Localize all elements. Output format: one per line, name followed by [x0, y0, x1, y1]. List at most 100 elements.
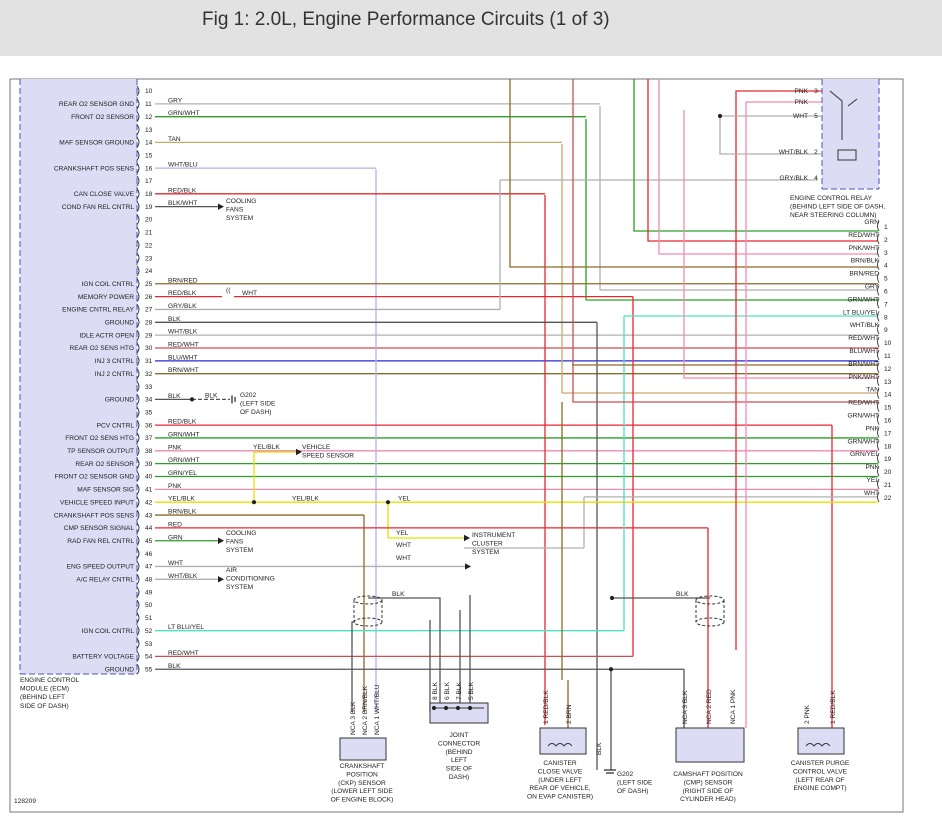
- yel-label: YEL: [398, 496, 411, 503]
- shield-icon: [695, 617, 725, 627]
- ecm-pin-label: INJ 2 CNTRL: [95, 371, 135, 378]
- cmp-label: CYLINDER HEAD): [680, 796, 736, 803]
- components: [136, 85, 880, 774]
- ecm-pin-number: 16: [145, 165, 153, 172]
- ecm-pin-label: FRONT O2 SENSOR GND: [55, 474, 135, 481]
- ecm-pin-number: 17: [145, 178, 153, 185]
- right-connector-number: 19: [884, 456, 892, 463]
- ecm-pin-bracket: [136, 406, 140, 418]
- right-connector-number: 6: [884, 289, 888, 296]
- ecm-wire-label: YEL/BLK: [168, 496, 195, 503]
- wires: [155, 79, 878, 770]
- ecm-pin-bracket: [136, 342, 140, 354]
- ecm-wire-label: BRN/RED: [168, 277, 198, 284]
- ecm-wire-label: WHT/BLU: [168, 162, 198, 169]
- blk-wire: [351, 621, 355, 712]
- pnk-wht-wire: [658, 79, 878, 255]
- title-bar: Fig 1: 2.0L, Engine Performance Circuits…: [0, 0, 942, 56]
- arrow-icon: [218, 537, 224, 544]
- cpv-label: CANISTER PURGE: [791, 760, 850, 767]
- vss-label: VEHICLE: [302, 444, 331, 451]
- ckp-pin-label: NCA 1 WHT/BLU: [374, 684, 381, 735]
- ecm-body: [20, 79, 137, 674]
- right-connector-number: 3: [884, 250, 888, 257]
- ecm-wire-label: BLK: [168, 316, 181, 323]
- ecm-pin-bracket: [136, 496, 140, 508]
- ecm-pin-bracket: [136, 265, 140, 277]
- canister-purge-valve: [797, 727, 845, 755]
- ecm-title: MODULE (ECM): [20, 686, 69, 693]
- right-connector-number: 13: [884, 379, 892, 386]
- right-connector-bracket: [877, 272, 880, 283]
- right-connector-number: 11: [884, 353, 891, 360]
- ccv-pin-label: 1 RED/BLK: [543, 690, 550, 724]
- right-connector-bracket: [877, 465, 880, 477]
- ecm-wire-label: BLK: [168, 393, 181, 400]
- right-wire-label: BRN/WHT: [848, 361, 879, 368]
- blk-label: BLK: [596, 742, 603, 755]
- right-connector-number: 1: [884, 224, 888, 231]
- cmp-sensor: [675, 727, 745, 763]
- joint-label: JOINT: [449, 732, 468, 739]
- relay-wire-label: PNK: [794, 99, 808, 106]
- ecm-pin-number: 51: [145, 615, 153, 622]
- right-wire-label: PNK/WHT: [849, 374, 879, 381]
- right-connector-number: 14: [884, 392, 892, 399]
- arrow-icon: [218, 203, 224, 210]
- cpv-label: (LEFT REAR OF: [795, 777, 844, 784]
- ecm-pin-bracket: [136, 329, 140, 341]
- ckp-sensor: [339, 737, 387, 761]
- joint-label: SIDE OF: [446, 766, 472, 773]
- right-connector-bracket: [877, 349, 880, 361]
- ecm-pin-label: ENGINE CNTRL RELAY: [62, 307, 134, 314]
- ecm-pin-number: 21: [145, 230, 153, 237]
- ac-label: CONDITIONING: [226, 576, 275, 583]
- ecm-pin-label: CAN CLOSE VALVE: [74, 191, 135, 198]
- right-wire-label: GRN/WHT: [848, 413, 880, 420]
- right-connector-bracket: [877, 323, 880, 335]
- ecm-pin-number: 14: [145, 140, 153, 147]
- wht-wire: [719, 115, 822, 155]
- ecm-pin-bracket: [136, 239, 140, 251]
- right-connector-number: 22: [884, 495, 892, 502]
- ecm-pin-number: 40: [145, 474, 153, 481]
- ckp-label: (LOWER LEFT SIDE: [331, 788, 393, 795]
- relay-wire-label: GRY/BLK: [780, 175, 809, 182]
- joint-connector: [429, 702, 489, 724]
- right-connector-bracket: [877, 285, 880, 296]
- right-connector-number: 17: [884, 430, 892, 437]
- ecm-pin-number: 54: [145, 654, 153, 661]
- ecm-pin-number: 47: [145, 564, 153, 571]
- right-wire-label: TAN: [866, 387, 879, 394]
- ecm-pin-label: COND FAN REL CNTRL: [62, 204, 135, 211]
- grn-wire: [633, 79, 878, 232]
- right-connector-bracket: [877, 478, 880, 490]
- cluster-label: SYSTEM: [472, 549, 499, 556]
- right-connector-bracket: [877, 452, 880, 464]
- ecm-title: (BEHIND LEFT: [20, 694, 65, 701]
- right-wire-label: BRN/BLK: [851, 258, 880, 265]
- shield-icon: [695, 595, 725, 605]
- right-wire-label: GRN/WHT: [848, 296, 880, 303]
- ecm-pin-bracket: [136, 368, 140, 379]
- right-connector-bracket: [877, 375, 880, 387]
- ecm-pin-number: 34: [145, 397, 153, 404]
- joint-label: CONNECTOR: [438, 740, 481, 747]
- relay-title: ENGINE CONTROL RELAY: [790, 195, 873, 202]
- right-connector-number: 16: [884, 418, 892, 425]
- joint-label: DASH): [449, 774, 470, 781]
- ecm-wire-label: LT BLU/YEL: [168, 624, 204, 631]
- right-connector-bracket: [877, 246, 880, 258]
- ecm-pin-bracket: [136, 651, 140, 662]
- ac-label: SYSTEM: [226, 584, 253, 591]
- pnk-wht-wire: [683, 110, 878, 379]
- splice-dot: [189, 397, 195, 402]
- right-connector-bracket: [877, 414, 880, 425]
- ecm-pin-label: CMP SENSOR SIGNAL: [64, 525, 135, 532]
- ecm-pin-bracket: [136, 522, 140, 534]
- ecm-pin-bracket: [136, 317, 140, 328]
- g202-label: (LEFT SIDE: [617, 779, 653, 786]
- joint-pin-label: 6 BLK: [444, 681, 451, 700]
- ecm-pin-number: 49: [145, 589, 153, 596]
- relay-pin-number: 2: [814, 149, 818, 156]
